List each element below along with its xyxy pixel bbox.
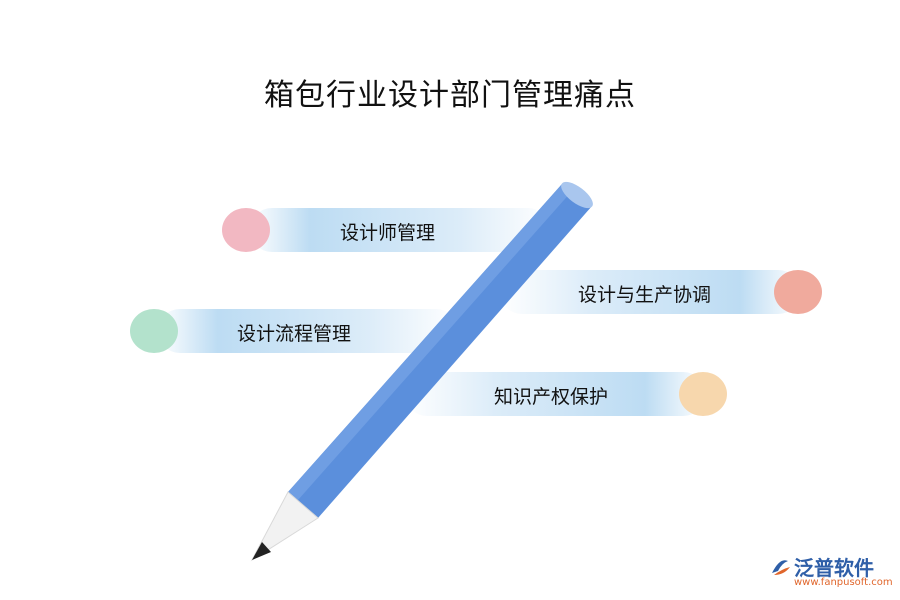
pencil-graphite-tip bbox=[252, 542, 271, 560]
pencil-wood-tip bbox=[250, 491, 319, 562]
item-dot-designer-management bbox=[222, 208, 270, 252]
pencil-body bbox=[288, 184, 592, 518]
item-label-ip-protection: 知识产权保护 bbox=[494, 386, 609, 408]
pencil-highlight bbox=[288, 184, 572, 500]
item-dot-ip-protection bbox=[679, 372, 727, 416]
item-label-design-production-coordination: 设计与生产协调 bbox=[578, 284, 712, 306]
item-band-designer-management bbox=[250, 208, 550, 252]
item-dot-design-production-coordination bbox=[774, 270, 822, 314]
logo-url: www.fanpusoft.com bbox=[794, 577, 893, 588]
brand-logo: 泛普软件 www.fanpusoft.com bbox=[768, 552, 893, 592]
item-band-design-process-management bbox=[158, 309, 458, 353]
logo-name: 泛普软件 bbox=[794, 556, 874, 580]
item-band-ip-protection bbox=[405, 372, 705, 416]
item-label-designer-management: 设计师管理 bbox=[340, 222, 436, 244]
logo-icon bbox=[772, 560, 790, 575]
item-dot-design-process-management bbox=[130, 309, 178, 353]
pencil-eraser-end bbox=[561, 181, 593, 209]
page-title: 箱包行业设计部门管理痛点 bbox=[264, 78, 636, 113]
item-band-design-production-coordination bbox=[500, 270, 800, 314]
item-label-design-process-management: 设计流程管理 bbox=[237, 323, 352, 345]
